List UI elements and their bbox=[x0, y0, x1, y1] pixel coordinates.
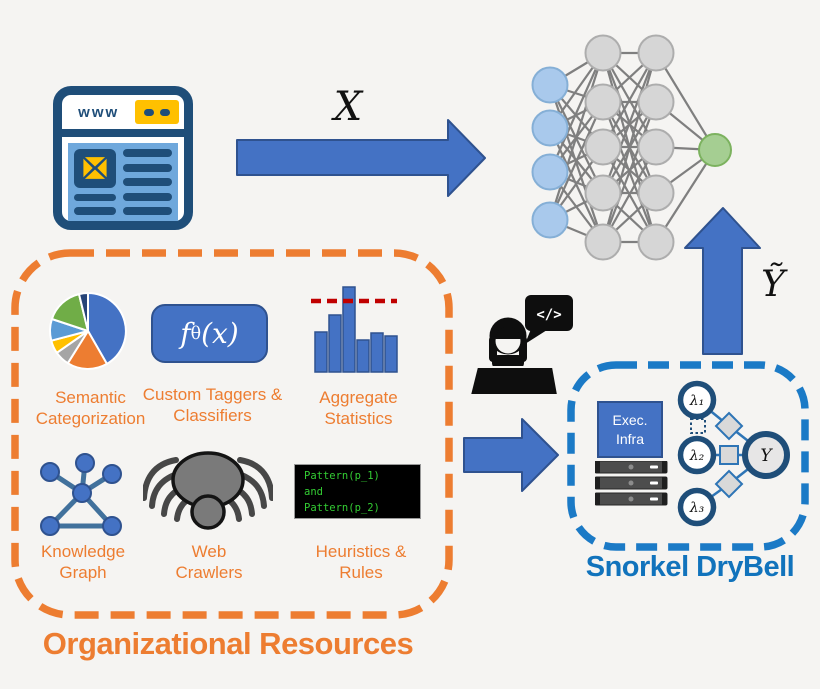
browser-header: www bbox=[67, 100, 179, 124]
factor-graph: λ₁ λ₂ λ₃ Y bbox=[677, 380, 790, 527]
y-node bbox=[742, 431, 790, 479]
lambda3-node bbox=[677, 487, 717, 527]
org-resources-title: Organizational Resources bbox=[42, 626, 414, 661]
code-bubble: </> bbox=[525, 295, 573, 344]
web-crawler-icon bbox=[143, 451, 273, 530]
image-placeholder-icon bbox=[74, 149, 116, 188]
dotted-factor-node bbox=[690, 418, 706, 434]
browser-button-dot bbox=[144, 108, 155, 116]
organizational-resources-box bbox=[11, 249, 453, 619]
lambda1-label: λ₁ bbox=[689, 393, 705, 409]
formula-tail: (x) bbox=[201, 317, 239, 350]
aggregate-bar-chart bbox=[311, 286, 398, 373]
browser-content-right bbox=[123, 149, 172, 215]
text-line bbox=[123, 207, 172, 215]
y-tilde-label: Ỹ bbox=[761, 264, 785, 305]
heuristics-terminal: Pattern(p_1) and Pattern(p_2) bbox=[294, 464, 421, 519]
browser-content bbox=[68, 143, 178, 221]
lambda1-node bbox=[677, 380, 717, 420]
snorkel-drybell-box bbox=[567, 361, 809, 551]
factor-square bbox=[719, 445, 739, 465]
server-rack-icon bbox=[595, 461, 668, 506]
image-x-glyph bbox=[83, 157, 107, 180]
snorkel-drybell-title: Snorkel DryBell bbox=[585, 551, 795, 583]
code-bubble-text: </> bbox=[536, 307, 561, 323]
developer-icon: </> bbox=[468, 295, 573, 396]
lambda2-node bbox=[677, 435, 717, 475]
aggregate-statistics-label: Aggregate Statistics bbox=[319, 388, 398, 428]
browser-divider bbox=[62, 129, 184, 137]
browser-address-bar: www bbox=[78, 103, 120, 121]
x-input-arrow bbox=[236, 119, 486, 197]
heuristics-rules-label: Heuristics & Rules bbox=[315, 542, 407, 582]
web-crawlers-label: Web Crawlers bbox=[175, 542, 243, 582]
knowledge-graph-icon bbox=[40, 453, 122, 536]
factor-diamond bbox=[714, 411, 744, 441]
semantic-categorization-label: Semantic Categorization bbox=[35, 388, 146, 428]
factor-diamond bbox=[714, 469, 744, 499]
resources-arrow bbox=[463, 418, 559, 492]
text-line bbox=[74, 207, 116, 216]
exec-infra-box: Exec. Infra bbox=[597, 401, 663, 458]
custom-taggers-label: Custom Taggers & Classifiers bbox=[142, 385, 283, 425]
lambda2-label: λ₂ bbox=[689, 448, 705, 464]
browser-content-left bbox=[74, 149, 116, 216]
text-line bbox=[123, 149, 172, 157]
lambda3-label: λ₃ bbox=[689, 500, 705, 516]
x-label: X bbox=[333, 84, 363, 130]
neural-network bbox=[531, 34, 732, 261]
formula-f: f bbox=[180, 317, 191, 350]
knowledge-graph-label: Knowledge Graph bbox=[40, 542, 126, 582]
text-line bbox=[123, 163, 172, 172]
text-line bbox=[123, 178, 172, 186]
y-node-label: Y bbox=[760, 446, 773, 466]
web-page-icon: www bbox=[53, 86, 193, 230]
browser-button-dot bbox=[160, 108, 171, 116]
browser-buttons bbox=[135, 100, 179, 124]
text-line bbox=[74, 193, 116, 202]
text-line bbox=[123, 192, 172, 201]
semantic-pie-chart bbox=[49, 292, 127, 370]
labels-up-arrow bbox=[684, 207, 761, 355]
formula-sub: θ bbox=[190, 323, 202, 344]
